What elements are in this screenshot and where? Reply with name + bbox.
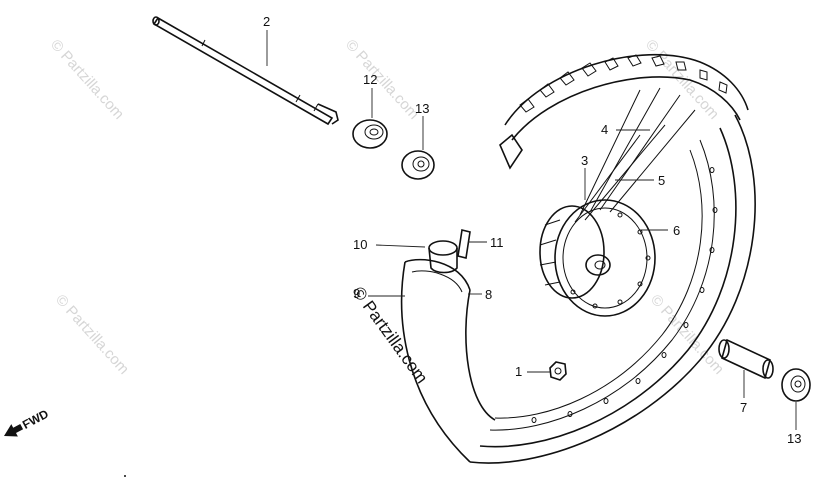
callout-9: 9: [353, 286, 360, 301]
tube-and-rim-strip: [404, 258, 471, 293]
callout-labels: 2 12 13 4 3 5 6 10 11 8 9 1 7 13: [263, 14, 801, 446]
hub: [539, 199, 656, 317]
bearing-13-lower: [781, 368, 811, 402]
fwd-label: FWD: [20, 407, 51, 432]
bearing-13-upper: [401, 150, 435, 180]
callout-11: 11: [490, 235, 504, 250]
callout-12: 12: [363, 72, 377, 87]
watermark-faint: © Partzilla.com: [52, 291, 132, 377]
spokes: [574, 87, 696, 223]
watermark-faint: © Partzilla.com: [47, 36, 127, 122]
callout-1: 1: [515, 364, 522, 379]
callout-3: 3: [581, 153, 588, 168]
spacer-collar: [718, 338, 774, 380]
valve-stem: [428, 229, 471, 274]
axle: [152, 16, 339, 126]
callout-6: 6: [673, 223, 680, 238]
rim-spoke-holes: [531, 167, 718, 423]
callout-13: 13: [415, 101, 429, 116]
callout-5: 5: [658, 173, 665, 188]
rim-and-tire: [400, 114, 756, 464]
watermark-faint: © Partzilla.com: [642, 36, 722, 122]
callout-10: 10: [353, 237, 367, 252]
callout-7: 7: [740, 400, 747, 415]
callout-2: 2: [263, 14, 270, 29]
callout-13: 13: [787, 431, 801, 446]
forward-direction-indicator: FWD: [4, 407, 51, 437]
watermark-faint: © Partzilla.com: [342, 36, 422, 122]
arrow-icon: [4, 423, 24, 437]
stray-dot: [124, 475, 126, 477]
tire-knobby-tread: [499, 54, 749, 170]
watermark-main: © Partzilla.com: [349, 283, 432, 387]
callout-4: 4: [601, 122, 608, 137]
leader-lines: [266, 30, 797, 430]
callout-8: 8: [485, 287, 492, 302]
nut: [549, 361, 567, 381]
bearing-12: [352, 119, 388, 149]
